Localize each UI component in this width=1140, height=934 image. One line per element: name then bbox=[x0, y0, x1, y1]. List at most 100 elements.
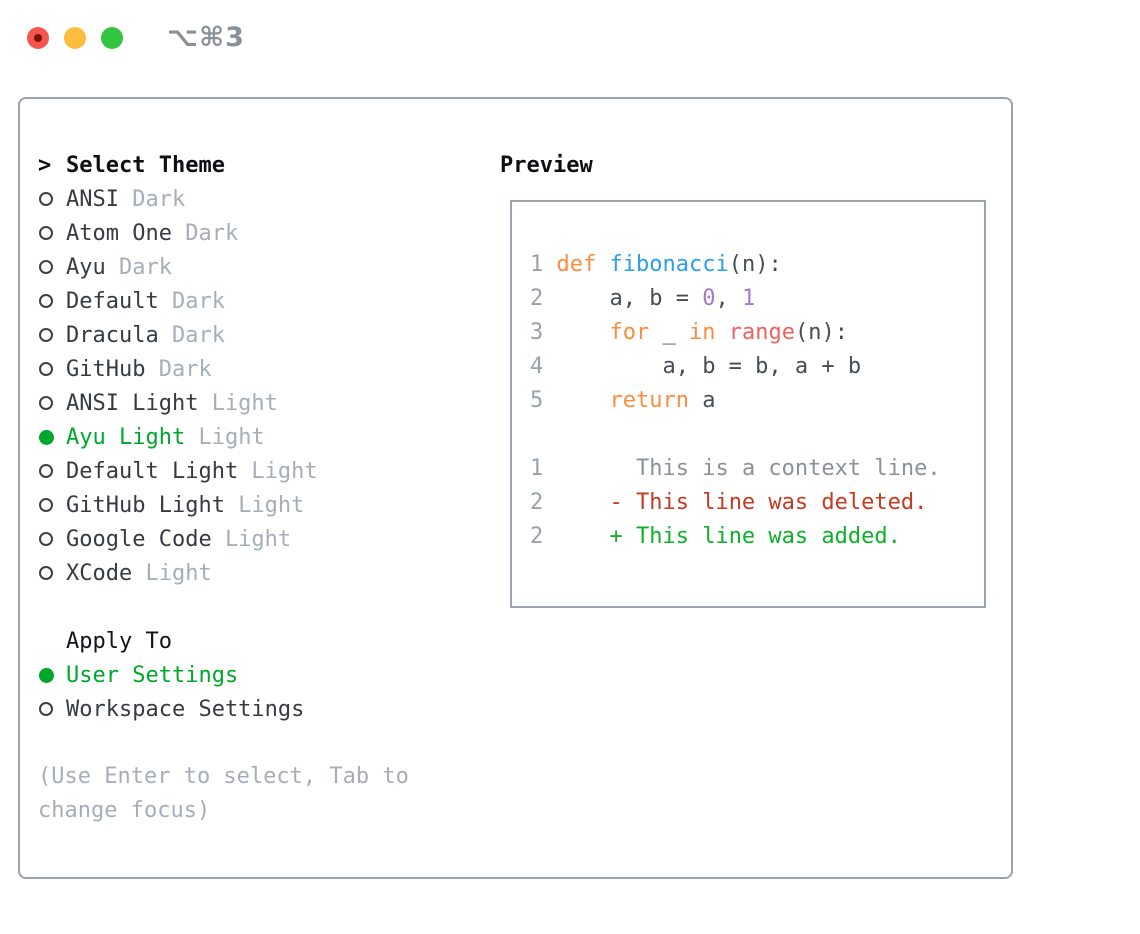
theme-variant: Light bbox=[224, 526, 292, 552]
radio-cell bbox=[38, 429, 66, 445]
preview-header: Preview bbox=[500, 148, 593, 182]
radio-icon bbox=[39, 702, 53, 716]
theme-variant: Light bbox=[238, 492, 305, 518]
apply-to-title: Apply To bbox=[66, 628, 172, 654]
preview-box: 1 def fibonacci(n): 2 a, b = 0, 1 3 for _ … bbox=[510, 200, 986, 608]
theme-item-ayu-light[interactable]: Ayu Light Light bbox=[38, 420, 488, 454]
theme-variant: Dark bbox=[171, 322, 225, 348]
code-line: 5 return a bbox=[530, 388, 716, 413]
radio-cell bbox=[38, 532, 66, 546]
cursor-marker: > bbox=[38, 152, 52, 178]
radio-icon bbox=[39, 498, 53, 512]
theme-name: ANSI bbox=[66, 186, 119, 212]
theme-variant: Light bbox=[145, 560, 212, 586]
theme-name: ANSI Light bbox=[66, 390, 199, 416]
radio-cell bbox=[38, 667, 66, 683]
radio-icon bbox=[39, 396, 53, 410]
theme-variant: Dark bbox=[158, 356, 212, 382]
radio-icon bbox=[39, 532, 53, 546]
hint-line: change focus) bbox=[38, 798, 211, 823]
window-title: ⌥⌘3 bbox=[167, 22, 245, 53]
apply-option-user-settings[interactable]: User Settings bbox=[38, 658, 488, 692]
theme-variant: Light bbox=[251, 458, 318, 484]
theme-name: Dracula bbox=[66, 322, 159, 348]
radio-cell bbox=[38, 396, 66, 410]
radio-icon bbox=[39, 294, 53, 308]
apply-option-workspace-settings[interactable]: Workspace Settings bbox=[38, 692, 488, 726]
radio-cell bbox=[38, 464, 66, 478]
radio-cell bbox=[38, 362, 66, 376]
select-theme-header: > Select Theme bbox=[38, 148, 488, 182]
spacer bbox=[38, 590, 488, 624]
code-line: 1 This is a context line. bbox=[530, 456, 941, 481]
theme-name: Ayu Light bbox=[66, 424, 186, 450]
apply-to-header: Apply To bbox=[38, 624, 488, 658]
close-icon[interactable] bbox=[27, 27, 49, 49]
theme-name: GitHub bbox=[66, 356, 146, 382]
theme-item-ayu[interactable]: Ayu Dark bbox=[38, 250, 488, 284]
theme-name: Ayu bbox=[66, 254, 106, 280]
theme-name: Google Code bbox=[66, 526, 212, 552]
spacer bbox=[38, 726, 488, 760]
radio-icon bbox=[39, 566, 53, 580]
theme-name: Default bbox=[66, 288, 159, 314]
radio-cell bbox=[38, 260, 66, 274]
radio-icon bbox=[39, 226, 53, 240]
theme-name: GitHub Light bbox=[66, 492, 225, 518]
radio-selected-icon bbox=[39, 667, 54, 683]
theme-variant: Dark bbox=[171, 288, 225, 314]
radio-icon bbox=[39, 328, 53, 342]
theme-variant: Dark bbox=[185, 220, 239, 246]
theme-item-dracula[interactable]: Dracula Dark bbox=[38, 318, 488, 352]
code-line: 1 def fibonacci(n): bbox=[530, 252, 782, 277]
theme-item-default-light[interactable]: Default Light Light bbox=[38, 454, 488, 488]
radio-icon bbox=[39, 260, 53, 274]
code-line: 2 + This line was added. bbox=[530, 524, 901, 549]
theme-variant: Dark bbox=[132, 186, 186, 212]
radio-cell bbox=[38, 498, 66, 512]
radio-cell bbox=[38, 294, 66, 308]
close-dot-icon bbox=[34, 34, 42, 42]
theme-item-github[interactable]: GitHub Dark bbox=[38, 352, 488, 386]
theme-name: Atom One bbox=[66, 220, 172, 246]
code-preview: 1 def fibonacci(n): 2 a, b = 0, 1 3 for _ … bbox=[512, 202, 984, 554]
minimize-icon[interactable] bbox=[64, 27, 86, 49]
theme-variant: Dark bbox=[118, 254, 172, 280]
theme-item-default[interactable]: Default Dark bbox=[38, 284, 488, 318]
radio-icon bbox=[39, 192, 53, 206]
titlebar: ⌥⌘3 bbox=[0, 0, 1140, 76]
apply-option-label: User Settings bbox=[66, 662, 239, 688]
radio-cell bbox=[38, 702, 66, 716]
radio-cell bbox=[38, 226, 66, 240]
hint-line: (Use Enter to select, Tab to bbox=[38, 764, 409, 789]
preview-title: Preview bbox=[500, 152, 593, 178]
radio-cell bbox=[38, 192, 66, 206]
code-line: 2 - This line was deleted. bbox=[530, 490, 928, 515]
zoom-icon[interactable] bbox=[101, 27, 123, 49]
theme-item-atom-one[interactable]: Atom One Dark bbox=[38, 216, 488, 250]
theme-name: XCode bbox=[66, 560, 133, 586]
apply-option-label: Workspace Settings bbox=[66, 696, 305, 722]
theme-variant: Light bbox=[211, 390, 278, 416]
radio-icon bbox=[39, 362, 53, 376]
radio-cell bbox=[38, 566, 66, 580]
theme-variant: Light bbox=[198, 424, 265, 450]
theme-item-xcode[interactable]: XCode Light bbox=[38, 556, 488, 590]
theme-item-github-light[interactable]: GitHub Light Light bbox=[38, 488, 488, 522]
radio-selected-icon bbox=[39, 429, 54, 445]
theme-item-google-code[interactable]: Google Code Light bbox=[38, 522, 488, 556]
code-line: 2 a, b = 0, 1 bbox=[530, 286, 756, 311]
radio-cell bbox=[38, 328, 66, 342]
code-line: 3 for _ in range(n): bbox=[530, 320, 848, 345]
select-theme-title: Select Theme bbox=[66, 152, 225, 178]
code-line: 4 a, b = b, a + b bbox=[530, 354, 862, 379]
hint-text: (Use Enter to select, Tab to change focus… bbox=[38, 760, 488, 828]
theme-name: Default Light bbox=[66, 458, 239, 484]
theme-item-ansi-light[interactable]: ANSI Light Light bbox=[38, 386, 488, 420]
theme-item-ansi[interactable]: ANSI Dark bbox=[38, 182, 488, 216]
